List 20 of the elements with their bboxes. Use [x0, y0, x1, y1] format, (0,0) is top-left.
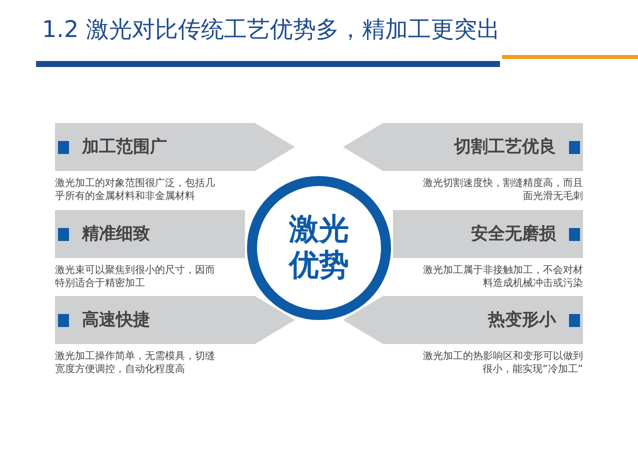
description-text: 激光加工的热影响区和变形可以做到很小，能实现“冷加工” [422, 350, 583, 376]
feature-banner [55, 296, 295, 344]
feature-banner [55, 123, 295, 171]
banner-heading: 精准细致 [82, 223, 150, 246]
description-text: 激光加工的对象范围很广泛，包括几乎所有的金属材料和非金属材料 [55, 177, 216, 203]
feature-banner [343, 296, 583, 344]
description-text: 激光加工操作简单，无需模具，切缝宽度方便调控，自动化程度高 [55, 350, 216, 376]
banner-heading: 切割工艺优良 [454, 136, 556, 159]
banner-heading: 安全无磨损 [471, 223, 556, 246]
description-text: 激光加工属于非接触加工，不会对材料造成机械冲击或污染 [422, 264, 583, 290]
feature-banner [393, 210, 583, 258]
banner-heading: 加工范围广 [82, 136, 167, 159]
feature-banner [343, 123, 583, 171]
banner-heading: 热变形小 [488, 309, 556, 332]
feature-banner [55, 210, 245, 258]
description-text: 激光束可以聚焦到很小的尺寸，因而特别适合于精密加工 [55, 264, 216, 290]
banner-heading: 高速快捷 [82, 309, 150, 332]
slide-title: 1.2 激光对比传统工艺优势多，精加工更突出 [42, 16, 500, 45]
circle-heading: 激光优势 [287, 212, 350, 284]
description-text: 激光切割速度快，割缝精度高，而且面光滑无毛刺 [422, 177, 583, 203]
